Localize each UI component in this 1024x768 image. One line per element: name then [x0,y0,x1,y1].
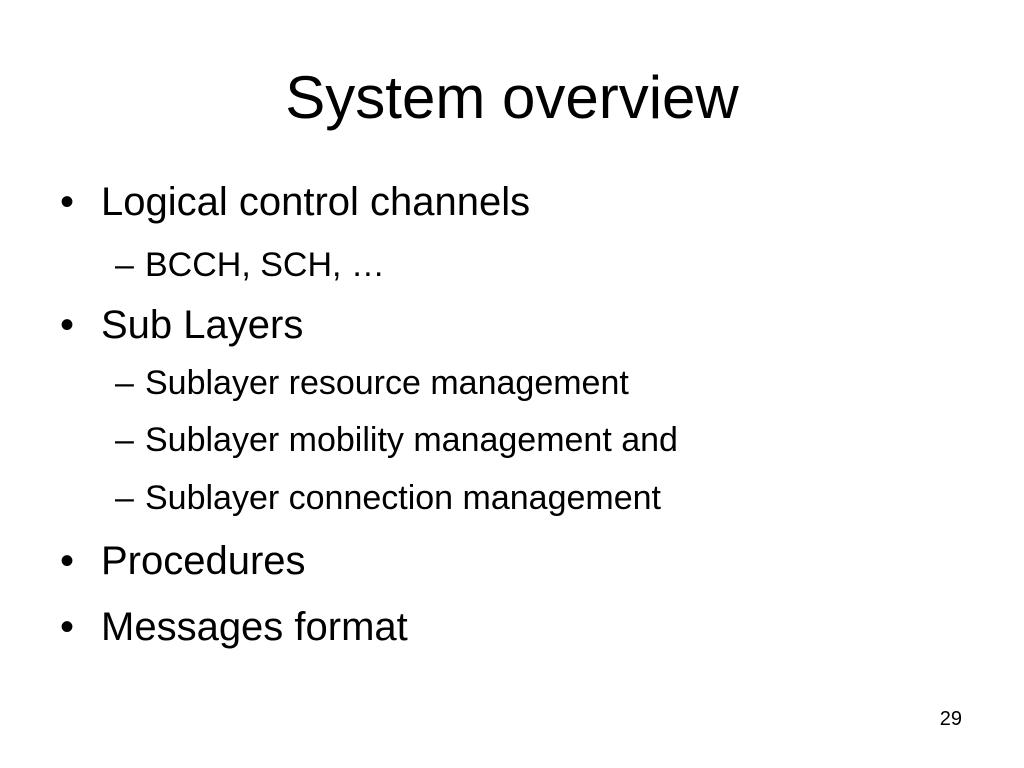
sub-bullet-item: –Sublayer connection management [115,478,661,518]
sub-bullet-text: BCCH, SCH, … [145,246,385,284]
dash-marker: – [115,246,134,284]
sub-bullet-text: Sublayer mobility management and [145,421,678,459]
bullet-text: Messages format [101,605,408,649]
sub-bullet-text: Sublayer resource management [145,364,629,402]
page-number: 29 [939,708,962,730]
sub-bullet-item: –Sublayer mobility management and [115,420,678,460]
bullet-text: Logical control channels [101,180,531,224]
sub-bullet-text: Sublayer connection management [145,479,661,517]
sub-bullet-item: –BCCH, SCH, … [115,245,385,285]
bullet-marker: • [60,303,75,347]
bullet-marker: • [60,539,75,583]
bullet-text: Sub Layers [101,303,304,347]
slide-title: System overview [285,64,739,131]
dash-marker: – [115,421,134,459]
dash-marker: – [115,479,134,517]
bullet-marker: • [60,180,75,224]
bullet-marker: • [60,605,75,649]
dash-marker: – [115,364,134,402]
sub-bullet-item: –Sublayer resource management [115,363,629,403]
bullet-text: Procedures [101,539,306,583]
